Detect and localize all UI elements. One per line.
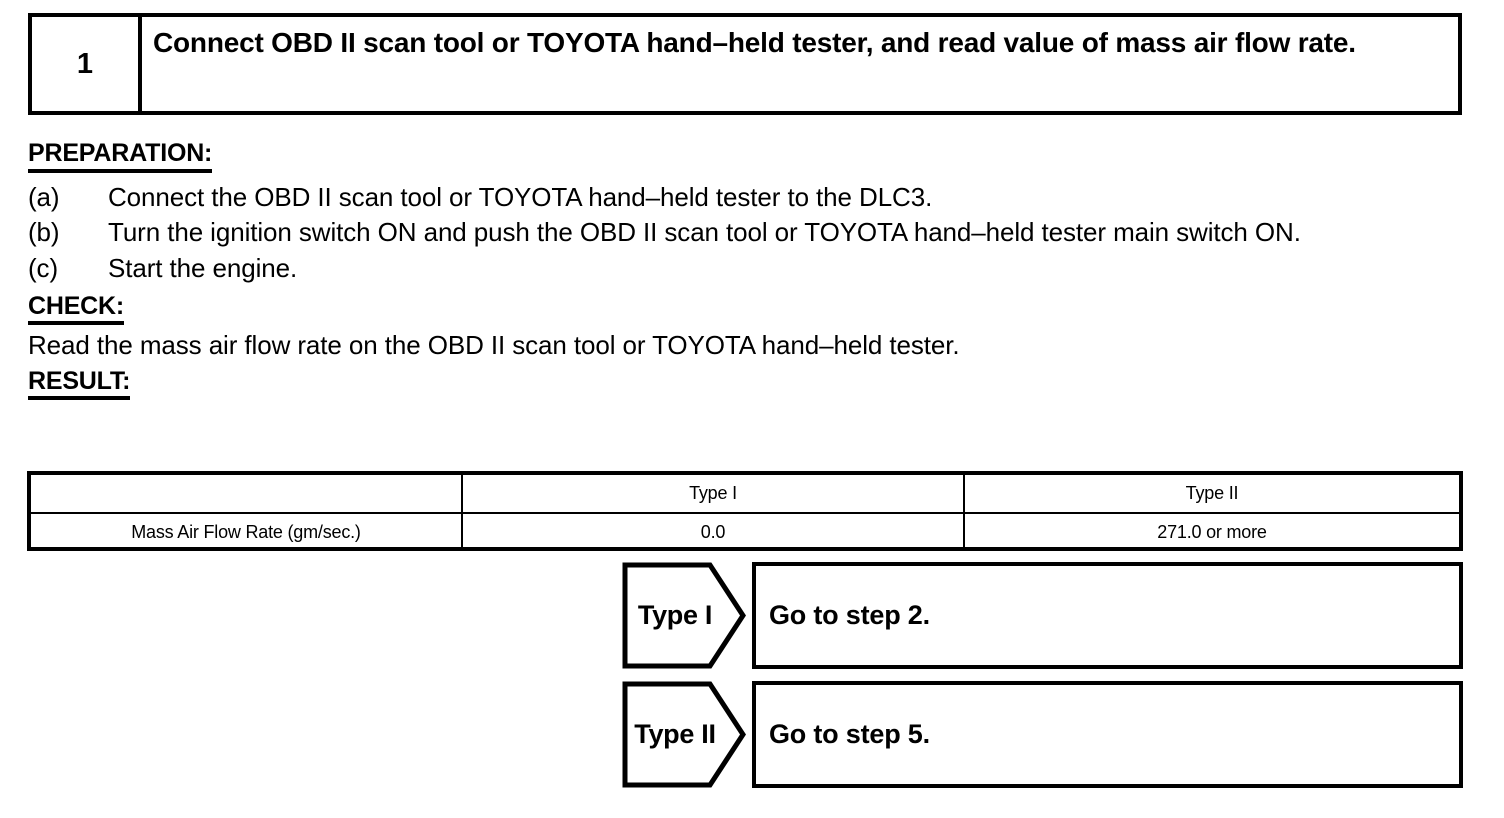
table-row: Mass Air Flow Rate (gm/sec.) 0.0 271.0 o… [31, 512, 1459, 551]
check-heading-wrap: CHECK: [28, 292, 1478, 326]
procedure-body: PREPARATION: (a) Connect the OBD II scan… [28, 139, 1478, 401]
flow-action-label-type-2: Go to step 5. [769, 719, 930, 749]
flow-condition-type-1: Type I [637, 600, 713, 630]
table-cell-measurement-label: Mass Air Flow Rate (gm/sec.) [31, 512, 463, 551]
flow-action-box-type-1[interactable]: Go to step 2. [752, 562, 1463, 669]
check-text: Read the mass air flow rate on the OBD I… [28, 330, 960, 361]
preparation-heading-wrap: PREPARATION: [28, 139, 1478, 173]
preparation-heading: PREPARATION: [28, 139, 212, 173]
result-table: Type I Type II Mass Air Flow Rate (gm/se… [27, 471, 1463, 551]
flow-action-box-type-2[interactable]: Go to step 5. [752, 681, 1463, 788]
table-header-row: Type I Type II [31, 475, 1459, 514]
step-header-table: 1 Connect OBD II scan tool or TOYOTA han… [28, 13, 1462, 115]
chevron-shape-icon [622, 681, 746, 788]
chevron-shape-icon [622, 562, 746, 669]
preparation-item-c-tag: (c) [28, 252, 59, 283]
preparation-item-b: (b) Turn the ignition switch ON and push… [28, 217, 1478, 249]
preparation-item-c: (c) Start the engine. [28, 253, 1478, 285]
flow-condition-type-2: Type II [634, 719, 716, 749]
step-title: Connect OBD II scan tool or TOYOTA hand–… [153, 27, 1356, 58]
preparation-item-b-tag: (b) [28, 217, 60, 248]
flow-action-label-type-1: Go to step 2. [769, 600, 930, 630]
check-heading: CHECK: [28, 292, 124, 326]
preparation-item-a-text: Connect the OBD II scan tool or TOYOTA h… [108, 181, 933, 212]
step-number: 1 [32, 17, 142, 111]
preparation-item-c-text: Start the engine. [108, 252, 298, 283]
table-header-cell-type-2: Type II [963, 475, 1459, 514]
preparation-item-a: (a) Connect the OBD II scan tool or TOYO… [28, 182, 1478, 214]
table-cell-type-2-value: 271.0 or more [963, 512, 1459, 551]
table-cell-type-1-value: 0.0 [461, 512, 965, 551]
result-heading-wrap: RESULT: [28, 367, 1478, 401]
table-header-cell-type-1: Type I [461, 475, 965, 514]
preparation-item-a-tag: (a) [28, 181, 60, 212]
table-header-cell-blank [31, 475, 463, 514]
preparation-item-b-text: Turn the ignition switch ON and push the… [108, 217, 1301, 248]
result-heading: RESULT: [28, 367, 131, 401]
